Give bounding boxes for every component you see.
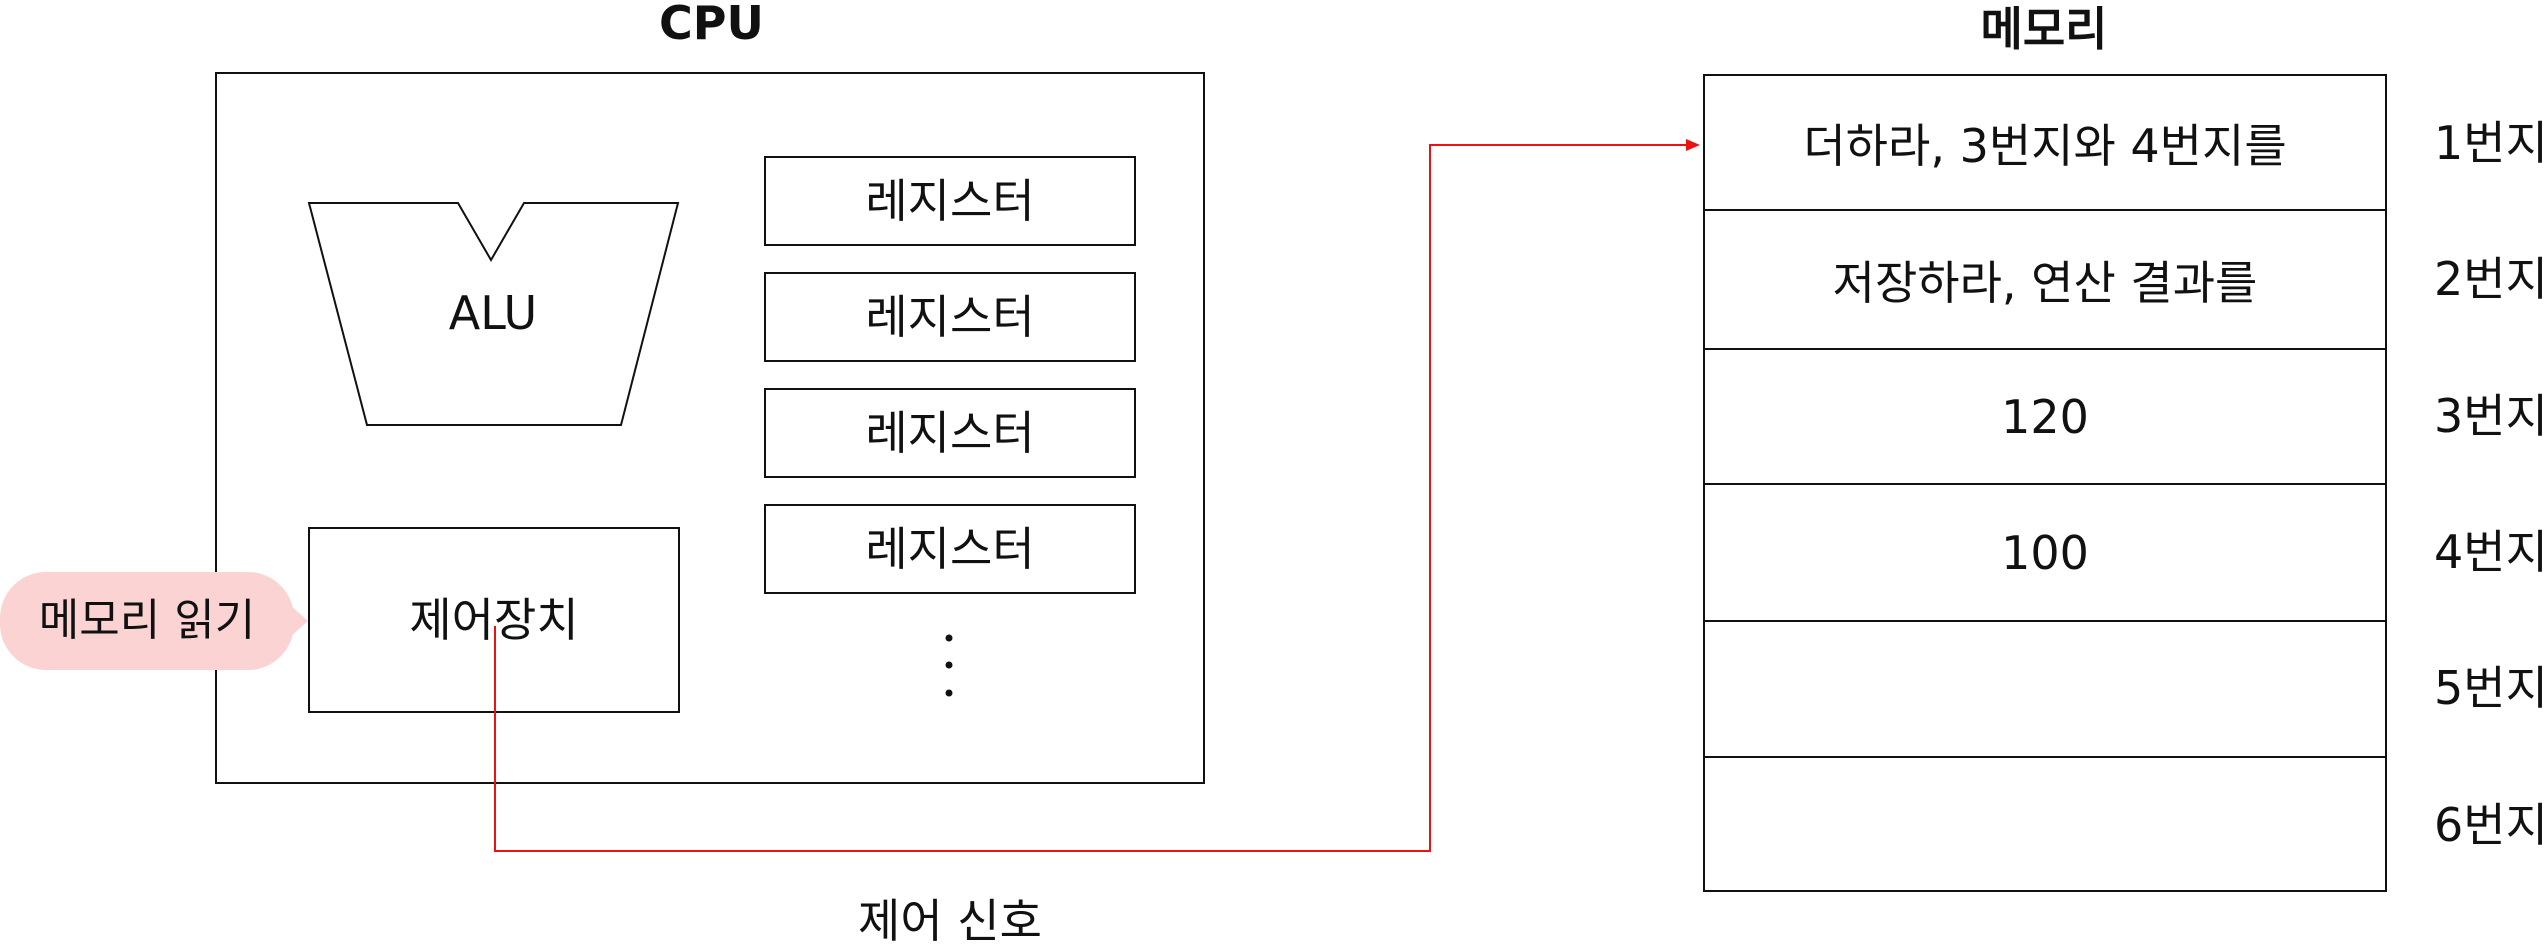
- memory-address-4: 4번지: [2434, 525, 2546, 579]
- callout-text: 메모리 읽기: [38, 595, 256, 646]
- memory-address-1: 1번지: [2434, 116, 2546, 170]
- cpu-box: [215, 72, 1205, 784]
- memory-cell-3-content: 120: [2001, 389, 2089, 444]
- control-signal-line: [494, 139, 1700, 852]
- memory-address-2: 2번지: [2434, 252, 2546, 306]
- register-label-1: 레지스터: [865, 174, 1035, 228]
- register-label-3: 레지스터: [865, 406, 1035, 460]
- vertical-ellipsis-icon: [945, 634, 953, 697]
- register-box-4: [764, 504, 1136, 594]
- memory-address-3: 3번지: [2434, 389, 2546, 443]
- register-box-2: [764, 272, 1136, 362]
- control-signal-label: 제어 신호: [858, 894, 1042, 948]
- memory-address-5: 5번지: [2434, 661, 2546, 715]
- memory-cell-5-content: [1704, 621, 2386, 757]
- register-label-2: 레지스터: [865, 290, 1035, 344]
- memory-title: 메모리: [1980, 2, 2108, 56]
- register-box-1: [764, 156, 1136, 246]
- register-box-3: [764, 388, 1136, 478]
- memory-cell-1-content: 더하라, 3번지와 4번지를: [1803, 118, 2287, 173]
- alu-label: ALU: [448, 286, 538, 340]
- callout-bubble: [0, 572, 308, 670]
- memory-cell-2-content: 저장하라, 연산 결과를: [1832, 255, 2258, 310]
- cpu-title: CPU: [659, 0, 764, 50]
- memory-cell-4-content: 100: [2001, 525, 2089, 580]
- memory-cell-6-content: [1704, 757, 2386, 891]
- control-unit-label: 제어장치: [409, 593, 579, 647]
- memory-address-6: 6번지: [2434, 798, 2546, 852]
- register-label-4: 레지스터: [865, 522, 1035, 576]
- alu-shape: [307, 202, 680, 426]
